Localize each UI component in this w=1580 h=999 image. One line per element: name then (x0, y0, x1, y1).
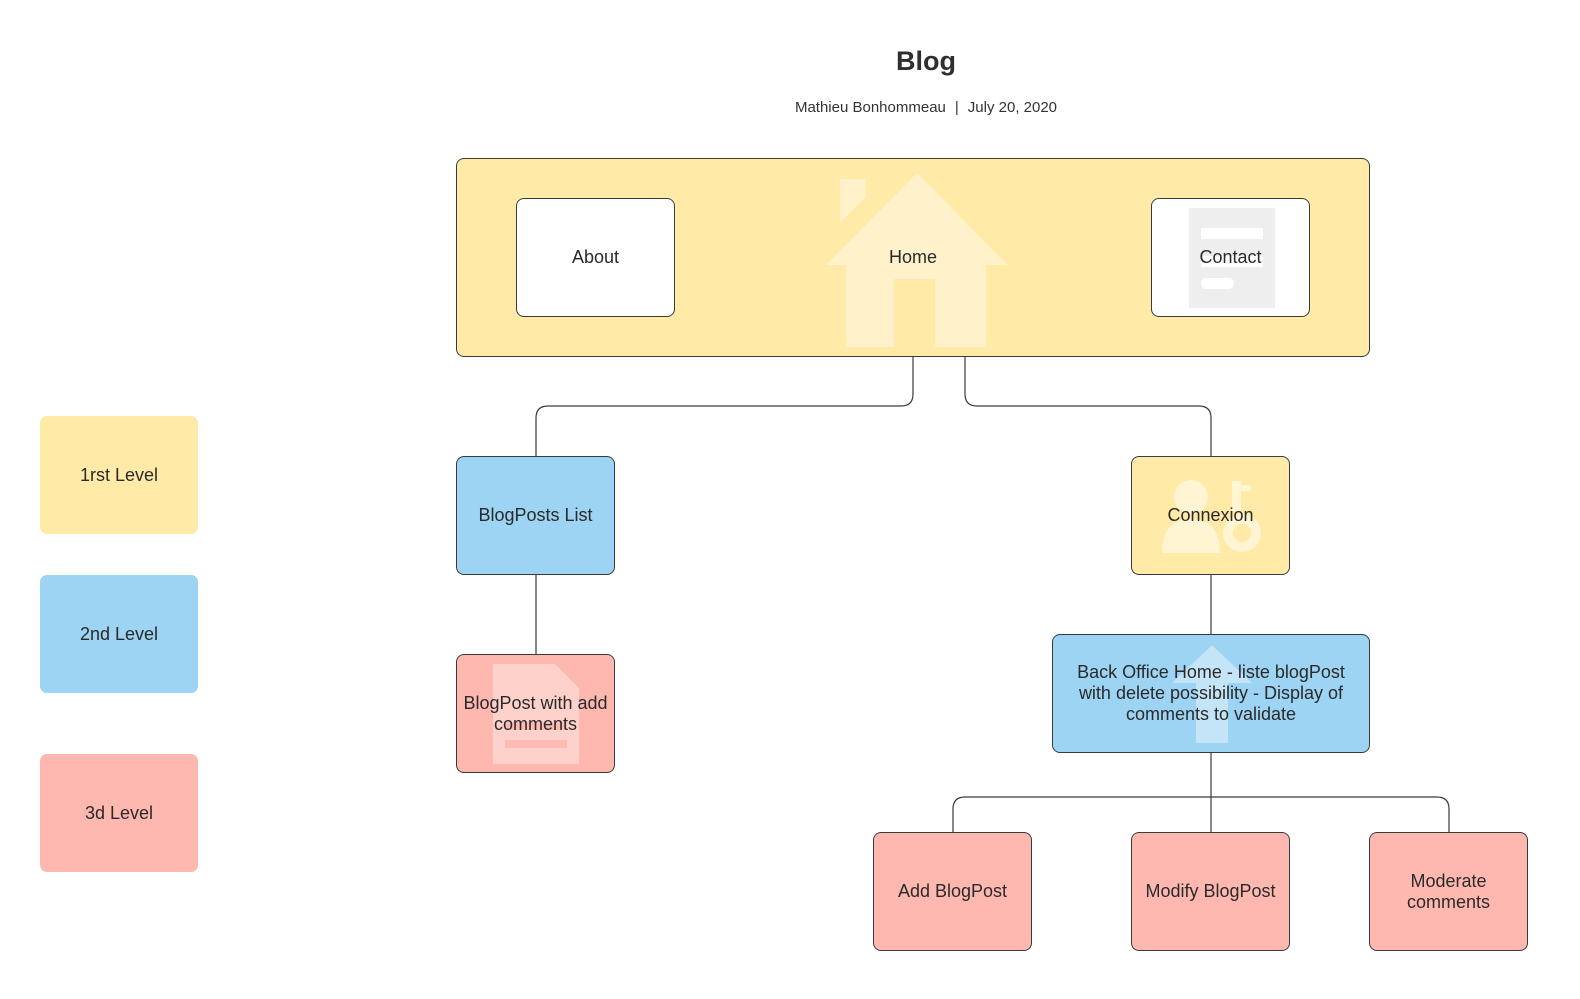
legend-level-3-label: 3d Level (84, 802, 154, 823)
edge-home-blogposts-list (535, 357, 914, 456)
house-icon (826, 173, 1008, 347)
legend-level-3: 3d Level (40, 754, 198, 872)
node-modify-blogpost[interactable]: Modify BlogPost (1131, 832, 1290, 951)
node-moderate-comments[interactable]: Moderate comments (1369, 832, 1528, 951)
node-connexion-label: Connexion (1167, 505, 1254, 525)
node-blogpost-with-comments-label: BlogPost with add comments (463, 692, 608, 734)
node-about[interactable]: About (516, 198, 675, 317)
node-add-blogpost[interactable]: Add BlogPost (873, 832, 1032, 951)
node-backoffice-home[interactable]: Back Office Home - liste blogPost with d… (1052, 634, 1370, 753)
edge-home-connexion (964, 357, 1212, 456)
legend-level-2: 2nd Level (40, 575, 198, 693)
legend-level-2-label: 2nd Level (79, 623, 159, 644)
diagram-title: Blog (896, 46, 956, 76)
separator: | (954, 99, 959, 116)
user-key-icon (1162, 480, 1261, 553)
node-contact[interactable]: Contact (1151, 198, 1310, 317)
node-contact-label: Contact (1199, 247, 1262, 267)
node-blogposts-list-label: BlogPosts List (478, 505, 593, 525)
node-connexion[interactable]: Connexion (1131, 456, 1290, 575)
edge-backoffice-moderate (1211, 796, 1450, 832)
node-home-label: Home (888, 247, 937, 267)
form-icon (1189, 208, 1275, 308)
legend-level-1: 1rst Level (40, 416, 198, 534)
author-name: Mathieu Bonhommeau (794, 99, 946, 116)
node-backoffice-home-label: Back Office Home - liste blogPost with d… (1077, 662, 1345, 724)
node-about-label: About (571, 247, 620, 267)
diagram-subtitle: Mathieu Bonhommeau | July 20, 2020 (0, 99, 1580, 116)
node-blogpost-with-comments[interactable]: BlogPost with add comments (456, 654, 615, 773)
node-blogposts-list[interactable]: BlogPosts List (456, 456, 615, 575)
node-add-blogpost-label: Add BlogPost (897, 881, 1008, 901)
upload-icon (1172, 645, 1252, 743)
edge-backoffice-add (952, 796, 1211, 832)
document-date: July 20, 2020 (967, 99, 1058, 116)
node-moderate-comments-label: Moderate comments (1406, 870, 1491, 912)
legend-level-1-label: 1rst Level (79, 464, 159, 485)
node-modify-blogpost-label: Modify BlogPost (1145, 881, 1276, 901)
document-icon (493, 664, 579, 764)
